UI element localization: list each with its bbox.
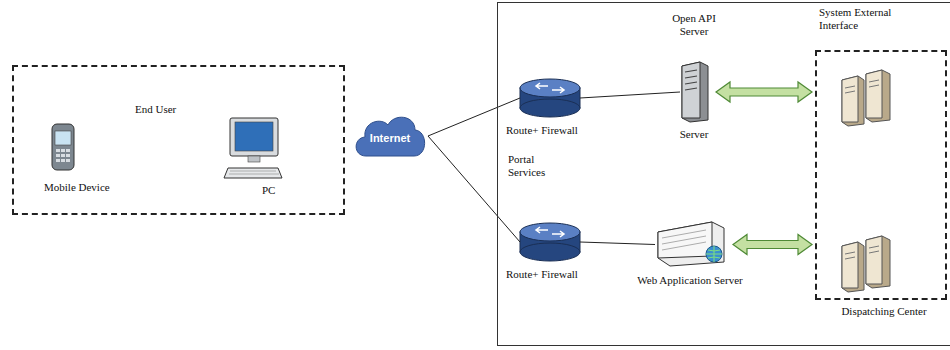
node-label: Route+ Firewall (506, 268, 606, 281)
node-label: Mobile Device (44, 181, 144, 194)
node-label: Internet (352, 132, 428, 145)
web-server-icon (658, 222, 724, 266)
node-label: Route+ Firewall (506, 124, 606, 137)
server-tower-icon (682, 62, 708, 122)
node-label: PC (262, 184, 302, 197)
node-label: System External Interface (819, 6, 914, 31)
node-label: Open API Server (662, 12, 726, 37)
node-label: Web Application Server (635, 274, 745, 287)
double-arrow (716, 82, 812, 102)
connector-line (428, 136, 520, 242)
portal-services-box: Route+ FirewallOpen API ServerServerRout… (497, 2, 950, 346)
router-firewall: Route+ Firewall (520, 78, 580, 118)
connector-line (580, 242, 655, 245)
mobile-phone-icon (52, 124, 74, 170)
node-sublabel: Dispatching Center (839, 305, 929, 318)
external-interface-box: System External InterfaceDispatching Cen… (815, 50, 947, 300)
router-firewall: Route+ Firewall (520, 222, 580, 262)
open-api-server: Open API ServerServer (680, 62, 708, 122)
connector-line (580, 92, 680, 98)
router-icon (520, 79, 580, 117)
mobile-device: Mobile Device (50, 123, 76, 173)
router-icon (520, 223, 580, 261)
external-server-icon (842, 236, 890, 292)
node-label: End User (135, 103, 225, 116)
node-label: Portal Services (508, 153, 560, 178)
internet-cloud: Internet (352, 112, 428, 160)
node-sublabel: Server (662, 128, 726, 141)
user-group-box: Mobile DevicePCEnd User (12, 65, 345, 215)
pc-icon (224, 118, 282, 178)
web-application-server: Web Application Server (655, 222, 725, 267)
double-arrow (733, 235, 812, 255)
pc: PC (222, 116, 284, 180)
external-server-icon (842, 70, 890, 126)
